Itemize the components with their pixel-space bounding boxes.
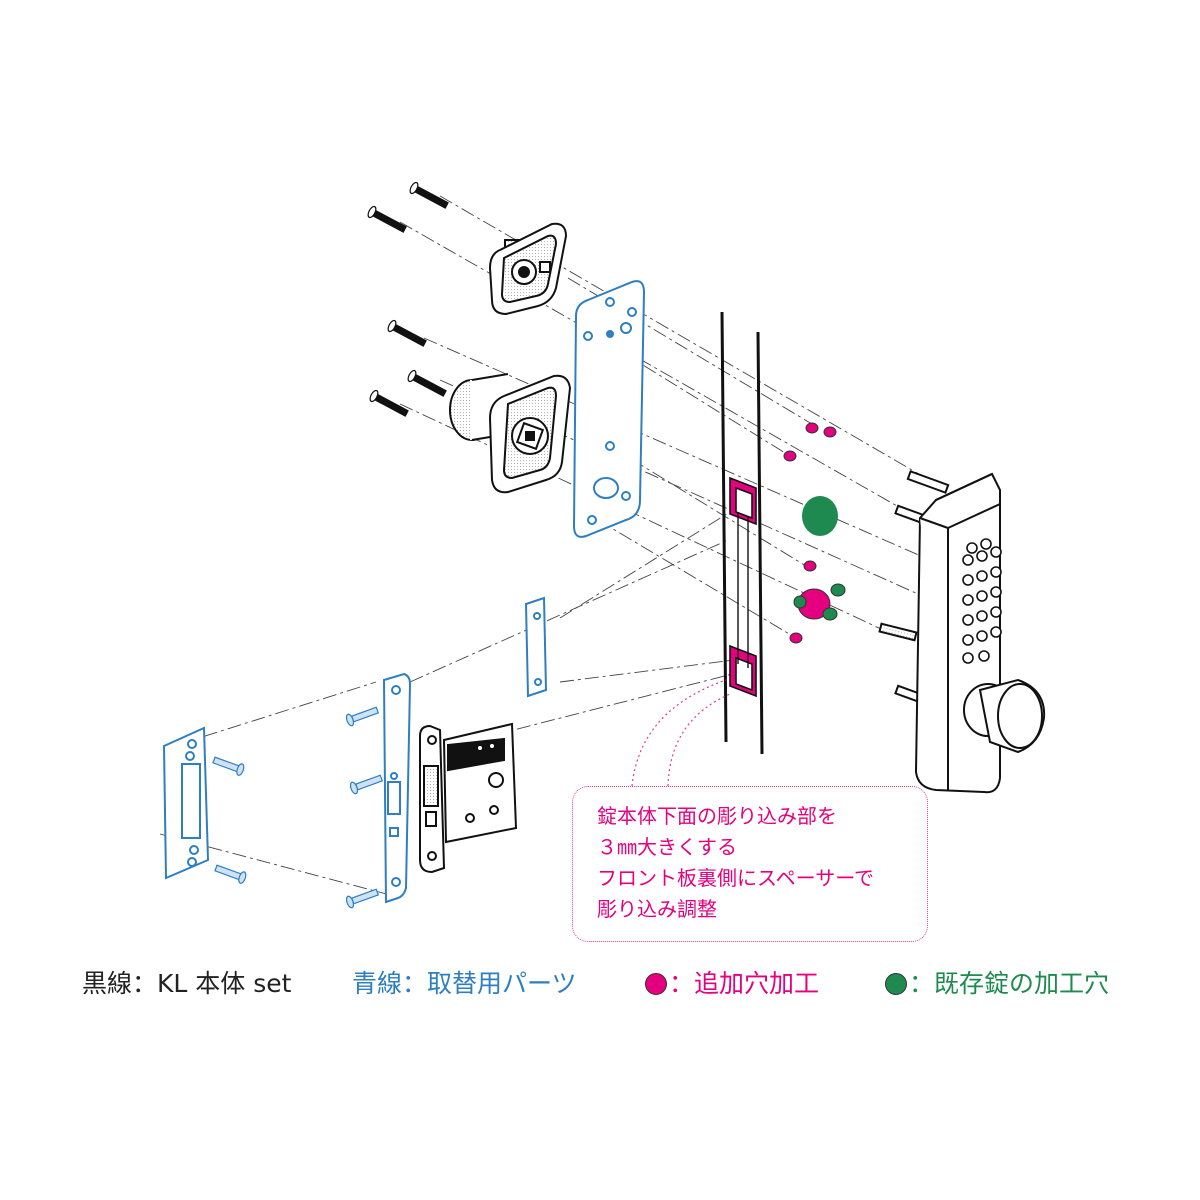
annotation-note: 錠本体下面の彫り込み部を ３㎜大きくする フロント板裏側にスペーサーで 彫り込み… xyxy=(572,786,928,942)
green-dot-icon xyxy=(885,973,907,995)
upper-escutcheon xyxy=(488,222,568,316)
keypad-lock-body xyxy=(878,470,1046,794)
strike-screws xyxy=(212,756,247,884)
front-plate-screws xyxy=(345,706,384,909)
legend-magenta-label: ：追加穴加工 xyxy=(669,969,820,998)
magenta-dot-icon xyxy=(645,973,667,995)
blue-strike-plate xyxy=(162,726,210,880)
screw-icon xyxy=(345,706,380,727)
knob-icon xyxy=(963,678,1046,754)
screw-icon xyxy=(407,369,447,397)
blue-back-plate xyxy=(572,280,646,538)
screw-icon xyxy=(214,864,247,884)
note-line: ３㎜大きくする xyxy=(597,835,737,859)
screw-icon xyxy=(387,319,427,347)
door-edge xyxy=(720,311,764,755)
screw-icon xyxy=(345,888,380,909)
legend-green-label: ：既存錠の加工穴 xyxy=(909,969,1110,998)
door-holes xyxy=(783,422,846,644)
alignment-lines xyxy=(159,195,937,897)
screw-icon xyxy=(212,756,245,776)
note-pointers xyxy=(631,679,731,787)
blue-spacer xyxy=(524,596,548,698)
mortise-pockets xyxy=(729,476,757,698)
note-line: 彫り込み調整 xyxy=(597,897,717,921)
legend-green: ：既存錠の加工穴 xyxy=(885,964,1109,1000)
screw-icon xyxy=(349,774,384,795)
legend-magenta: ：追加穴加工 xyxy=(645,964,819,1000)
keypad-buttons xyxy=(962,538,1002,664)
legend-black-line: 黒線：KL 本体 set xyxy=(82,969,292,998)
note-line: 錠本体下面の彫り込み部を xyxy=(597,804,837,828)
screw-icon xyxy=(367,205,407,233)
blue-front-plate xyxy=(382,672,412,904)
black-screws xyxy=(367,181,449,417)
screw-icon xyxy=(409,181,449,209)
legend: 黒線：KL 本体 set 青線：取替用パーツ ：追加穴加工 ：既存錠の加工穴 xyxy=(0,962,1200,1002)
mortise-lock-case xyxy=(419,722,518,874)
legend-blue-line: 青線：取替用パーツ xyxy=(352,969,577,998)
lower-escutcheon xyxy=(449,373,572,494)
screw-icon xyxy=(369,389,409,417)
note-line: フロント板裏側にスペーサーで xyxy=(597,866,874,890)
